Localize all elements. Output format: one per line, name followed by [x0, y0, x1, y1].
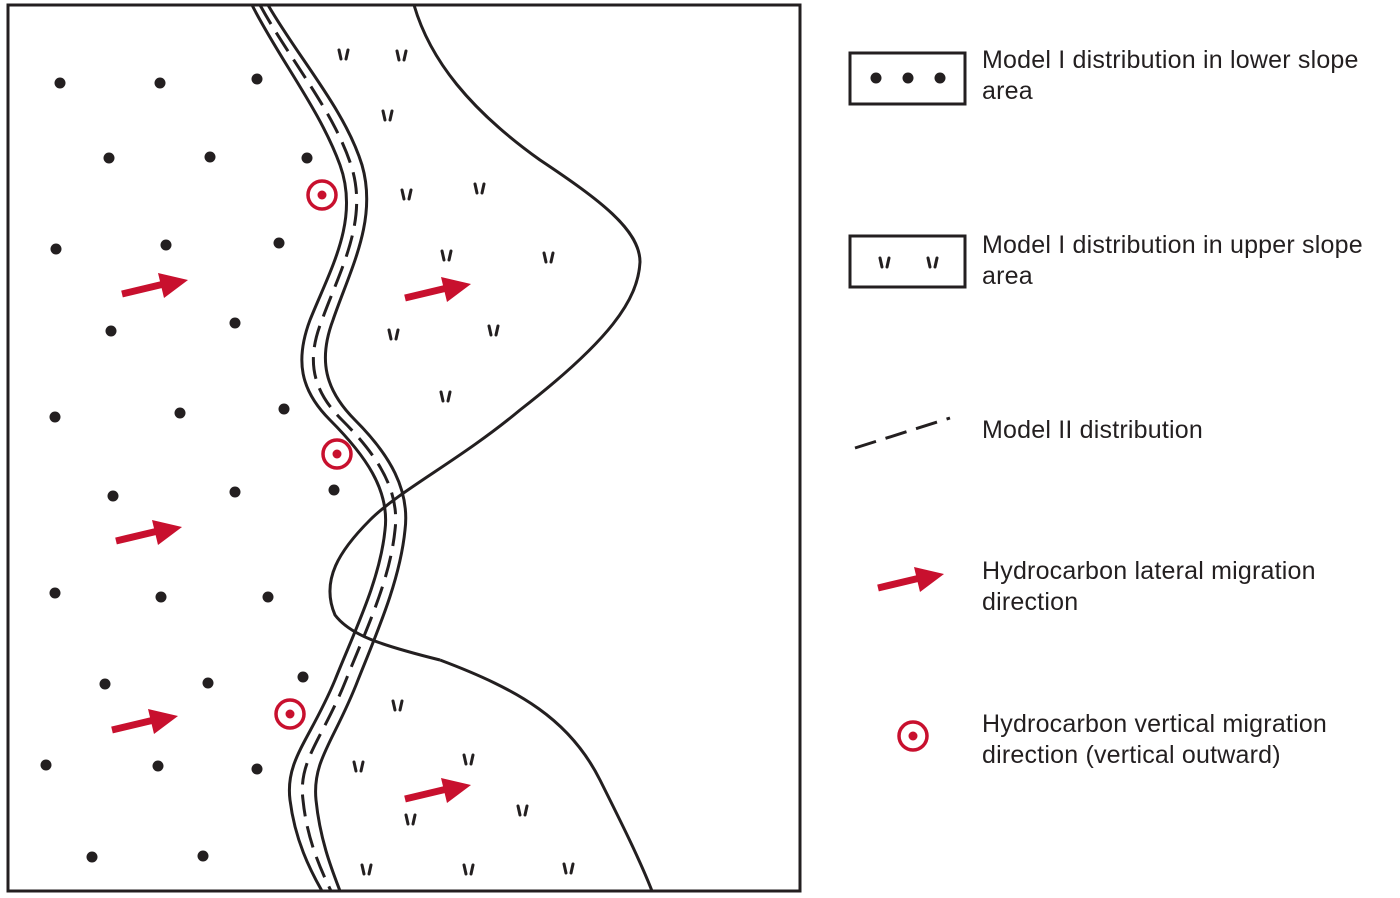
legend-red-arrow-icon [878, 567, 944, 592]
channel-left-line [250, 4, 388, 892]
vertical-migration-markers [274, 179, 353, 730]
legend-label-lower-slope: Model I distribution in lower slope area [982, 46, 1359, 105]
legend-dashed-line [854, 416, 951, 450]
lower-slope-dots [40, 73, 340, 863]
map-frame [6, 3, 802, 893]
legend-ticks-box [848, 234, 967, 289]
channel-right-line [266, 4, 408, 892]
channel-dashed-line [258, 4, 398, 892]
upper-slope-boundary-bottom [439, 658, 654, 892]
legend-label-lateral-migration: Hydrocarbon lateral migration direction [982, 557, 1316, 616]
legend-label-upper-slope: Model I distribution in upper slope area [982, 231, 1363, 290]
legend-label-vertical-migration: Hydrocarbon vertical migration direction… [982, 710, 1328, 769]
legend-bullseye-icon [897, 720, 929, 752]
legend-label-model-ii: Model II distribution [982, 416, 1203, 444]
upper-slope-ticks [337, 48, 575, 876]
upper-slope-boundary-top [328, 4, 642, 662]
legend-dots-box [848, 51, 967, 106]
